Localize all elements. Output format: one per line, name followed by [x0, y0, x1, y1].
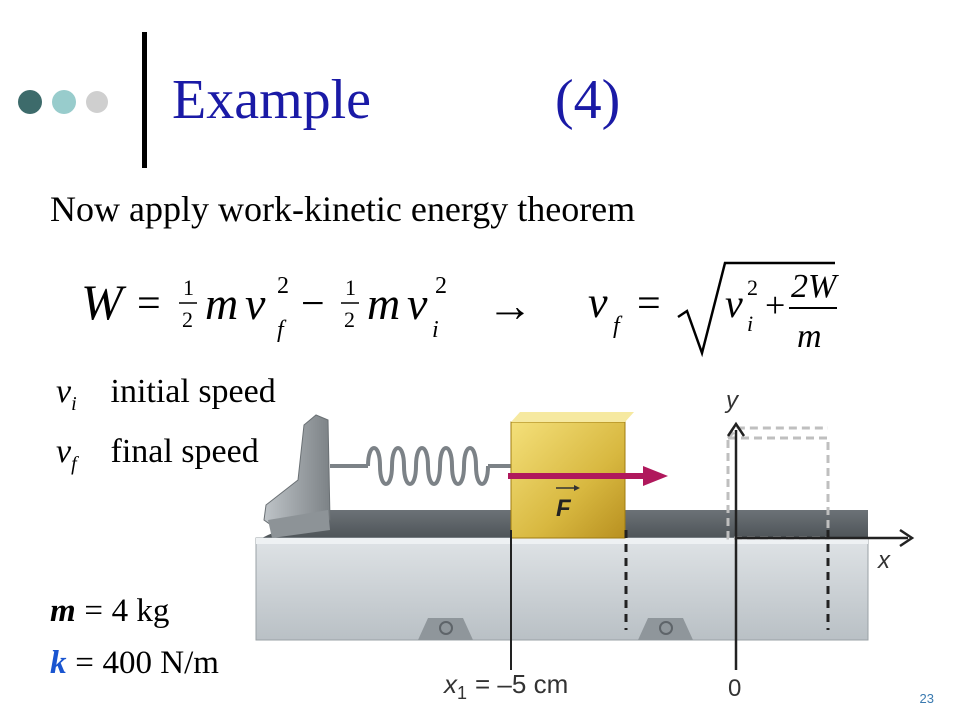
x1-label: x1= –5 cm	[442, 669, 568, 700]
definition-vi: vi initial speed	[56, 368, 276, 428]
x-axis-arrow-icon	[899, 528, 915, 548]
def-text-vi: initial speed	[110, 373, 276, 410]
eq-minus: −	[301, 281, 325, 327]
title-text: Example	[172, 69, 372, 131]
mass-block-top	[511, 412, 634, 422]
y-axis-label: y	[724, 387, 740, 414]
dot-light-icon	[52, 90, 76, 114]
eq-w: W	[81, 274, 127, 330]
track-foot-2	[638, 618, 693, 640]
track-foot-1	[418, 618, 473, 640]
dot-dark-icon	[18, 90, 42, 114]
origin-label: 0	[728, 675, 741, 700]
eq-half-den-1: 2	[182, 307, 193, 332]
eq-sqrt-v: v	[725, 281, 743, 326]
param-m-value: 4 kg	[111, 593, 170, 629]
x-axis-label: x	[877, 547, 891, 574]
y-axis-arrow-icon	[726, 421, 746, 437]
dot-gray-icon	[86, 91, 108, 113]
slide-title: Example (4)	[172, 68, 620, 132]
eq-exp-2: 2	[435, 273, 447, 299]
spring-block-diagram: F y x x1= –5 cm 0	[255, 387, 915, 700]
eq-sqrt-sub: i	[747, 311, 753, 336]
variable-definitions: vi initial speed vf final speed	[56, 368, 276, 488]
eq-arrow: →	[487, 280, 533, 331]
parameters: m=4 kg k=400 N/m	[50, 585, 219, 689]
force-arrow-head-icon	[643, 466, 668, 486]
page-number: 23	[919, 691, 934, 706]
decorative-dots	[18, 90, 108, 114]
param-m-symbol: m	[50, 593, 76, 629]
track-edge	[256, 538, 868, 544]
title-divider	[142, 32, 147, 168]
screw-2-icon	[659, 621, 673, 635]
vector-bar-head-icon	[574, 485, 580, 491]
eq-frac-num: 2W	[791, 268, 839, 305]
param-spring: k=400 N/m	[50, 645, 219, 681]
intro-text: Now apply work-kinetic energy theorem	[50, 189, 636, 229]
sqrt-sign-icon	[677, 261, 835, 358]
force-label: F	[556, 495, 572, 522]
eq-exp-1: 2	[277, 273, 289, 299]
eq-vf-sub: f	[613, 313, 623, 339]
track-base	[255, 537, 869, 641]
title-number: (4)	[555, 69, 621, 131]
spring-post	[263, 414, 331, 531]
definition-vf: vf final speed	[56, 428, 276, 488]
work-energy-equation: W = 1 2 m v 2 f − 1 2 m v 2 i → v f = v …	[81, 261, 839, 358]
spring-post-foot	[268, 510, 330, 538]
eq-v-2: v	[407, 278, 428, 329]
def-symbol-vf: vf	[56, 432, 77, 475]
eq-half-den-2: 2	[344, 307, 355, 332]
eq-sub-i: i	[432, 317, 439, 343]
param-mass: m=4 kg	[50, 593, 170, 629]
eq-equals-2: =	[637, 281, 661, 327]
eq-m-2: m	[367, 278, 400, 329]
param-k-symbol: k	[50, 645, 67, 681]
eq-plus: +	[765, 285, 785, 325]
spring-coil-icon	[330, 446, 512, 486]
eq-sub-f: f	[277, 317, 287, 343]
eq-frac-den: m	[797, 318, 822, 355]
eq-vf-v: v	[588, 278, 608, 327]
eq-m-1: m	[205, 278, 238, 329]
mass-block	[510, 421, 626, 539]
eq-equals: =	[137, 281, 161, 327]
def-symbol-vi: vi	[56, 373, 77, 415]
def-text-vf: final speed	[110, 432, 259, 470]
eq-half-num-1: 1	[183, 275, 194, 300]
screw-1-icon	[439, 621, 453, 635]
eq-half-num-2: 1	[345, 275, 356, 300]
eq-sqrt-exp: 2	[747, 275, 758, 300]
eq-v-1: v	[245, 278, 266, 329]
param-k-value: 400 N/m	[102, 645, 219, 681]
